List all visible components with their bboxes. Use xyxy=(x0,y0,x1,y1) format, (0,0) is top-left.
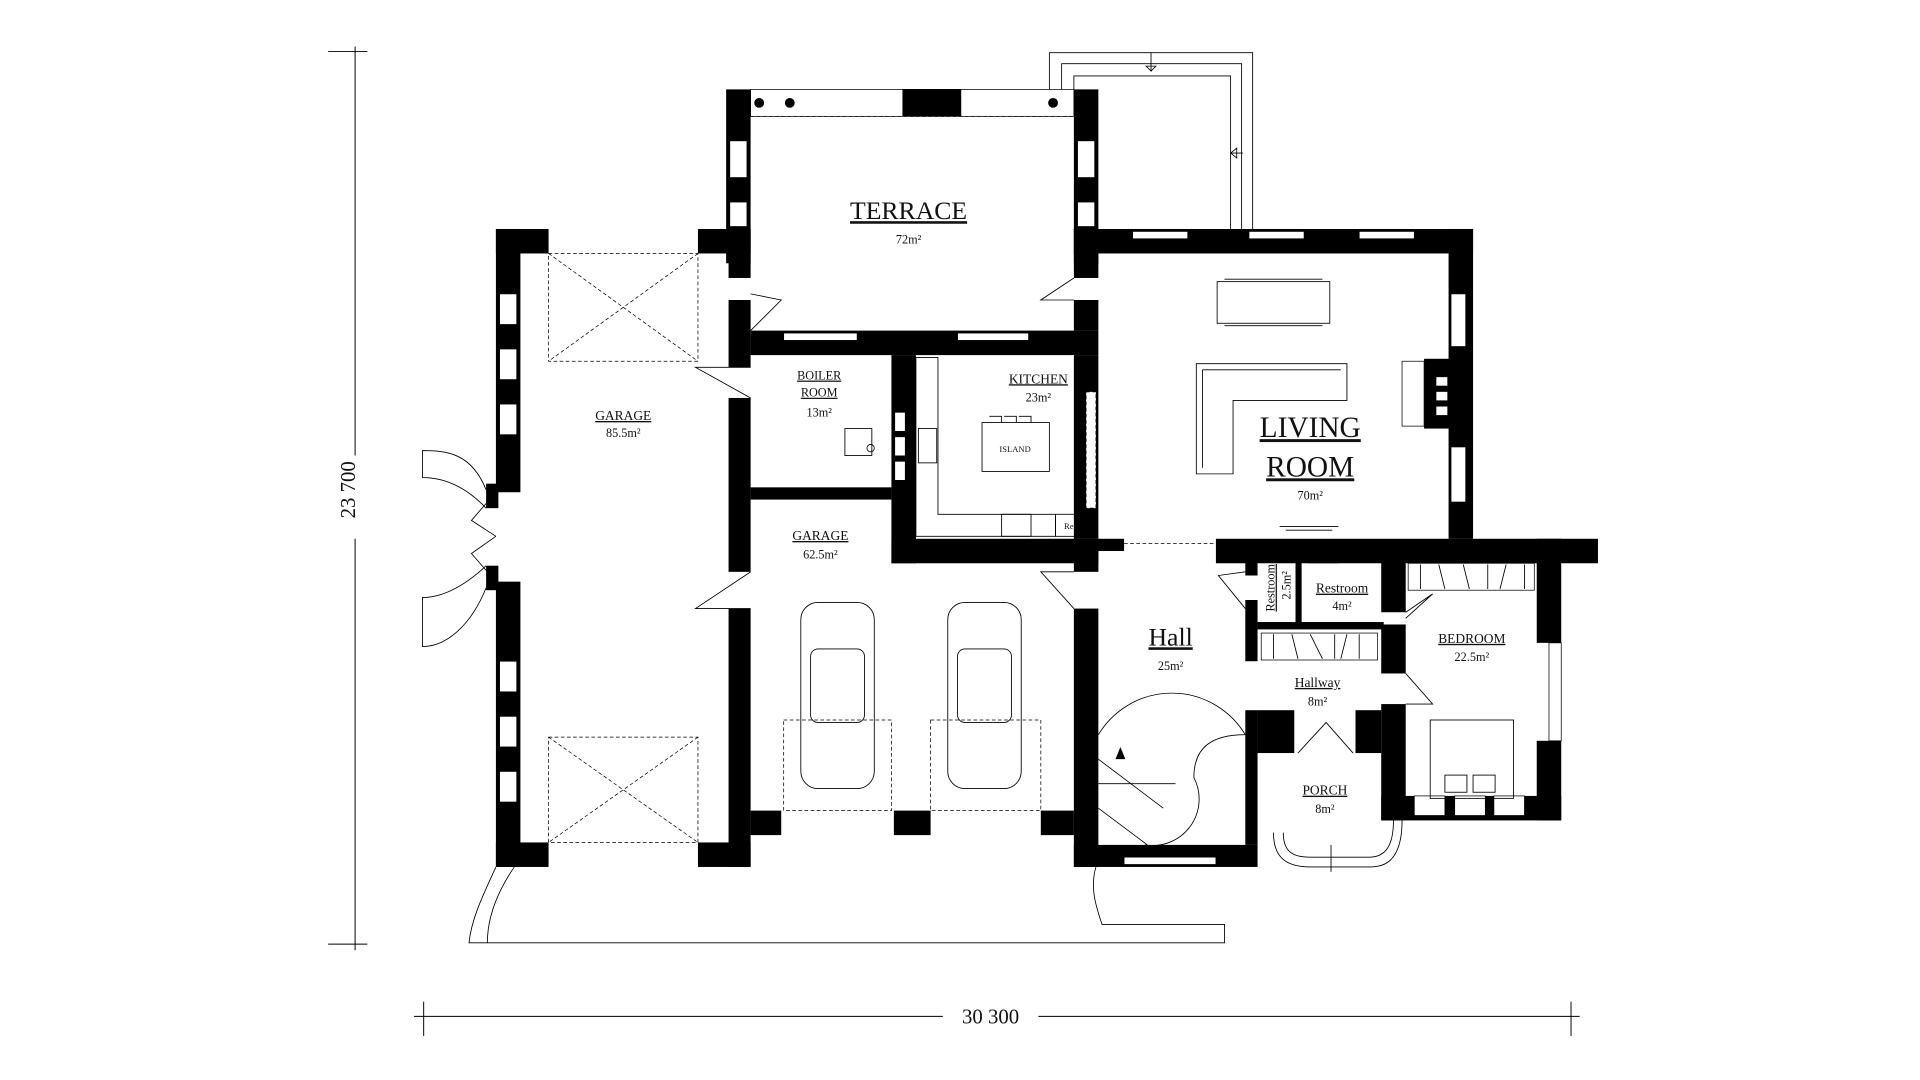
living-label-1: LIVING xyxy=(1260,412,1361,444)
height-dimension-label: 23 700 xyxy=(336,461,360,518)
width-dimension-label: 30 300 xyxy=(962,1005,1019,1029)
terrace-label: TERRACE xyxy=(850,196,967,225)
width-dimension: 30 300 xyxy=(413,1001,1580,1036)
bedroom-area: 22.5m² xyxy=(1455,650,1490,664)
island-label: ISLAND xyxy=(999,444,1030,454)
garage-left-label: GARAGE xyxy=(595,408,651,423)
height-dimension: 23 700 xyxy=(328,46,368,951)
bedroom-label: BEDROOM xyxy=(1438,631,1505,646)
living-area: 70m² xyxy=(1297,489,1323,503)
garage-right-label: GARAGE xyxy=(792,528,848,543)
hall-area: 25m² xyxy=(1158,659,1184,673)
garage-left-walls: GARAGE 85.5m² xyxy=(422,228,1225,944)
restroom-small-area: 2.5m² xyxy=(1280,571,1294,600)
fridge-label: Ref xyxy=(1064,521,1077,531)
living-label-2: ROOM xyxy=(1266,451,1354,483)
boiler-label-2: ROOM xyxy=(801,386,838,400)
hallway-label: Hallway xyxy=(1295,675,1341,690)
restroom-label: Restroom xyxy=(1316,581,1369,596)
restroom-small-label: Restroom xyxy=(1264,563,1278,611)
garage-left-area: 85.5m² xyxy=(606,426,641,440)
porch-label: PORCH xyxy=(1302,783,1347,798)
boiler-label-1: BOILER xyxy=(797,369,842,383)
garage-right-area: 62.5m² xyxy=(803,547,838,561)
boiler-area: 13m² xyxy=(806,405,832,419)
porch-area: 8m² xyxy=(1315,802,1335,816)
kitchen-label: KITCHEN xyxy=(1009,371,1068,386)
hall-label: Hall xyxy=(1148,622,1192,651)
hallway-area: 8m² xyxy=(1308,694,1328,708)
terrace-area: 72m² xyxy=(896,233,922,247)
kitchen-area: 23m² xyxy=(1026,391,1052,405)
furniture xyxy=(783,278,1514,846)
core-walls xyxy=(750,228,1598,872)
restroom-area: 4m² xyxy=(1332,599,1352,613)
